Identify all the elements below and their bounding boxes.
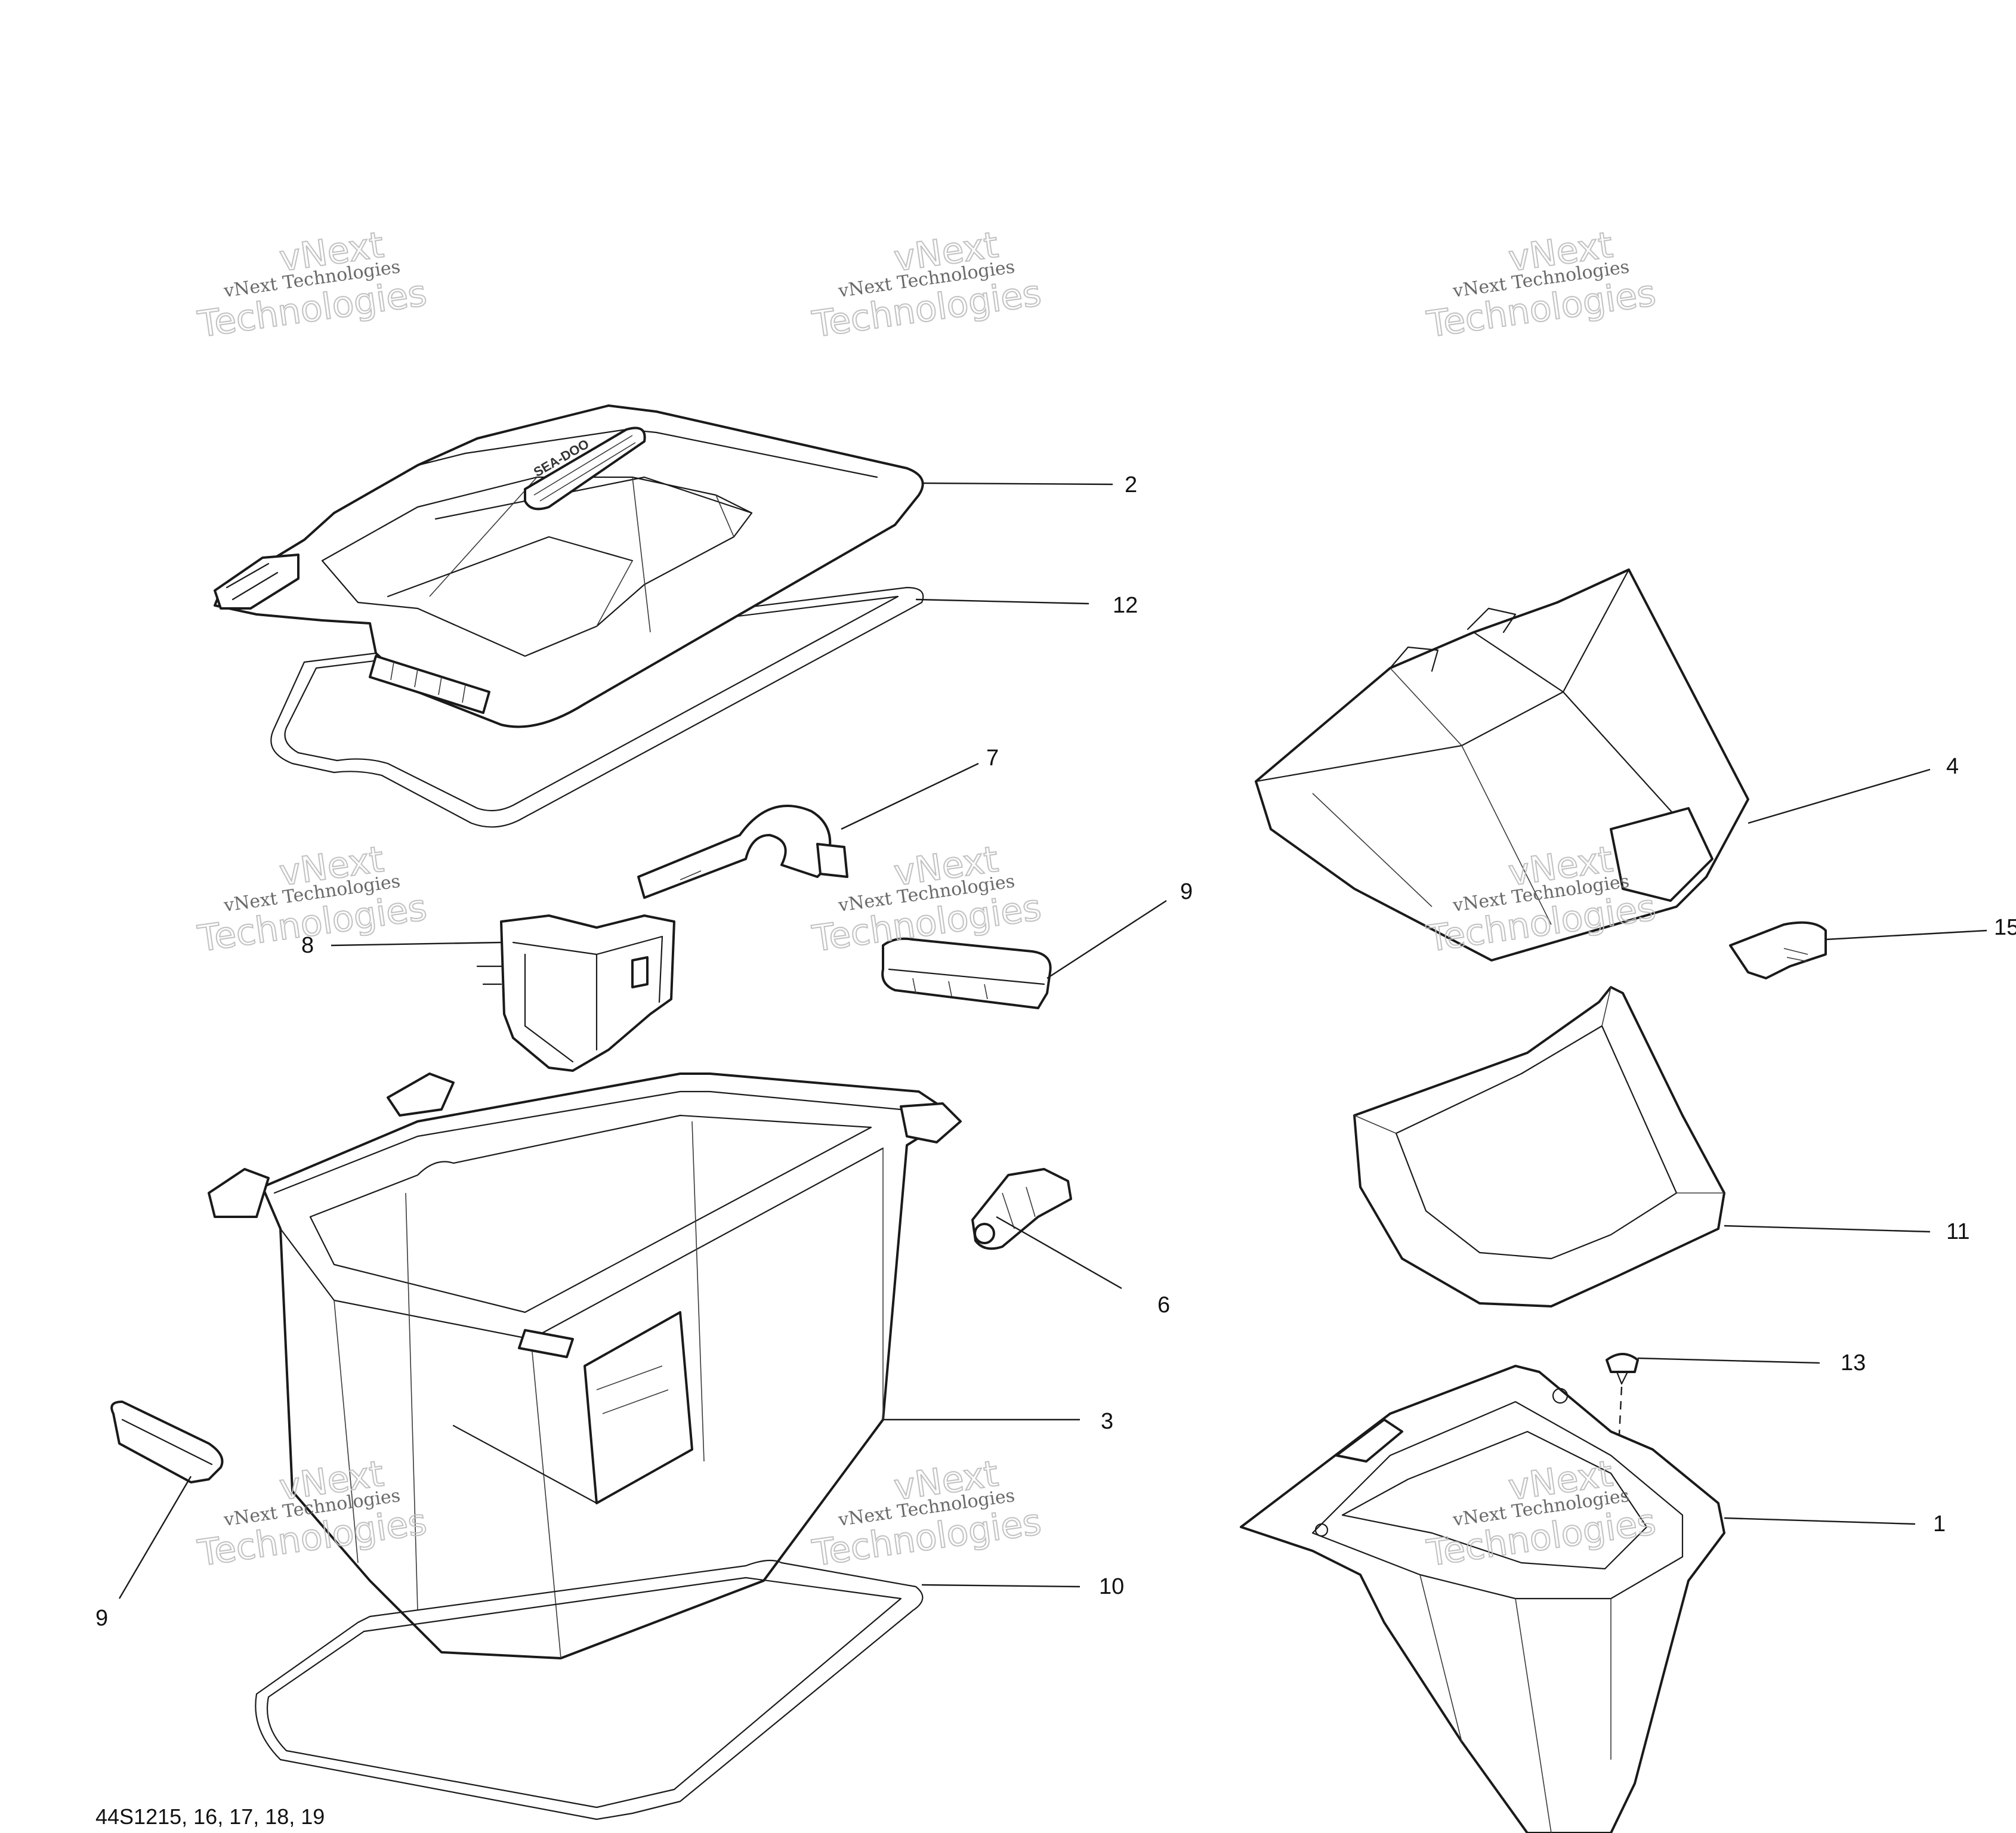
callout-11: 11 xyxy=(1946,1219,1969,1244)
leader-9-upper xyxy=(1046,900,1167,979)
part-10-base-gasket xyxy=(255,1559,924,1820)
watermark-3: vNext vNext Technologies Technologies xyxy=(1424,224,1659,347)
watermark-4: vNext vNext Technologies Technologies xyxy=(195,838,430,961)
part-2-storage-lid: SEA-DOO xyxy=(214,404,924,728)
part-3-storage-bin xyxy=(208,1072,962,1659)
part-15-cap xyxy=(1729,921,1827,979)
part-11-liner-frame xyxy=(1353,986,1725,1307)
callout-3: 3 xyxy=(1101,1409,1113,1434)
callout-13: 13 xyxy=(1841,1350,1866,1375)
part-12-lid-gasket xyxy=(270,586,924,828)
callout-10: 10 xyxy=(1099,1574,1124,1599)
leader-10 xyxy=(921,1584,1080,1588)
callout-4: 4 xyxy=(1946,754,1959,779)
watermark-1: vNext vNext Technologies Technologies xyxy=(195,224,430,347)
part-8-bracket xyxy=(476,914,675,1072)
leader-2 xyxy=(921,482,1113,486)
callout-9-upper: 9 xyxy=(1180,879,1193,904)
callout-9-lower: 9 xyxy=(95,1606,108,1631)
leader-12 xyxy=(915,598,1089,605)
leader-4 xyxy=(1748,768,1931,824)
leader-7 xyxy=(841,762,979,830)
leader-9-lower xyxy=(118,1476,192,1599)
leader-11 xyxy=(1724,1225,1931,1233)
leader-lines xyxy=(118,482,1987,1599)
callout-15: 15 xyxy=(1994,915,2016,940)
callout-12: 12 xyxy=(1113,593,1138,618)
leader-6 xyxy=(996,1216,1122,1290)
leader-1 xyxy=(1724,1517,1916,1525)
leader-13 xyxy=(1637,1357,1820,1364)
part-7-strap xyxy=(637,805,848,899)
part-9-clip-upper xyxy=(881,937,1052,1009)
document-code: 44S1215, 16, 17, 18, 19 xyxy=(95,1804,325,1829)
leader-8 xyxy=(331,941,502,947)
part-1-storage-tub xyxy=(1240,1365,1725,1833)
part-13-fastener xyxy=(1606,1353,1639,1605)
callout-1: 1 xyxy=(1933,1511,1946,1537)
part-6-latch xyxy=(971,1168,1072,1250)
callout-numbers: 1 2 3 4 6 7 8 9 9 10 11 12 13 15 xyxy=(95,472,2016,1631)
callout-7: 7 xyxy=(986,746,999,771)
part-9-clip-lower xyxy=(110,1401,224,1483)
callout-2: 2 xyxy=(1125,472,1137,497)
watermark-2: vNext vNext Technologies Technologies xyxy=(809,224,1044,347)
part-4-cover xyxy=(1255,568,1749,962)
leader-15 xyxy=(1825,929,1987,941)
callout-6: 6 xyxy=(1157,1293,1170,1318)
callout-8: 8 xyxy=(301,933,314,958)
